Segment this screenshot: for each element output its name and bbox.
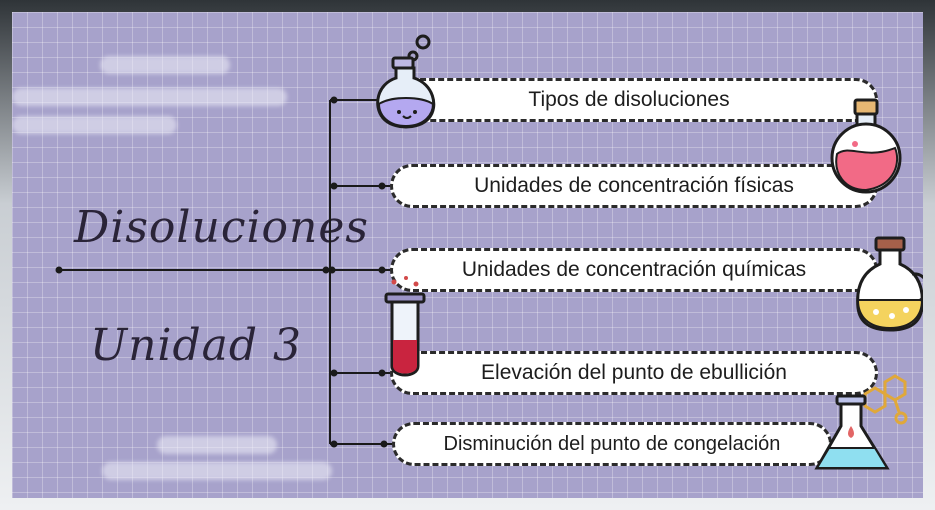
erlenmeyer-flask-icon [814, 374, 908, 470]
diagram-board: Disoluciones Unidad 3 Tipos de disolu [12, 12, 923, 498]
topic-label: Disminución del punto de congelación [443, 432, 781, 455]
topic-label: Tipos de disoluciones [528, 88, 730, 111]
topic-pill-1: Tipos de disoluciones [380, 78, 878, 122]
decor-bar [157, 436, 277, 454]
connector-lines [55, 96, 392, 448]
jug-icon [856, 236, 923, 332]
decor-bar [12, 116, 177, 134]
topic-label: Elevación del punto de ebullición [481, 361, 787, 384]
topic-pill-4: Elevación del punto de ebullición [390, 351, 878, 395]
topic-pill-5: Disminución del punto de congelación [392, 422, 832, 466]
diagram-title: Disoluciones [74, 202, 369, 253]
potion-bottle-icon [830, 98, 902, 194]
topic-label: Unidades de concentración químicas [461, 258, 807, 281]
topic-pill-3: Unidades de concentración químicas [390, 248, 878, 292]
topic-label: Unidades de concentración físicas [474, 174, 794, 197]
decor-bar [102, 462, 332, 480]
round-flask-icon [376, 34, 436, 129]
diagram-subtitle: Unidad 3 [90, 320, 303, 371]
topic-pill-2: Unidades de concentración físicas [390, 164, 878, 208]
test-tube-icon [384, 276, 426, 377]
decor-bar [12, 88, 287, 106]
decor-bar [100, 56, 230, 74]
